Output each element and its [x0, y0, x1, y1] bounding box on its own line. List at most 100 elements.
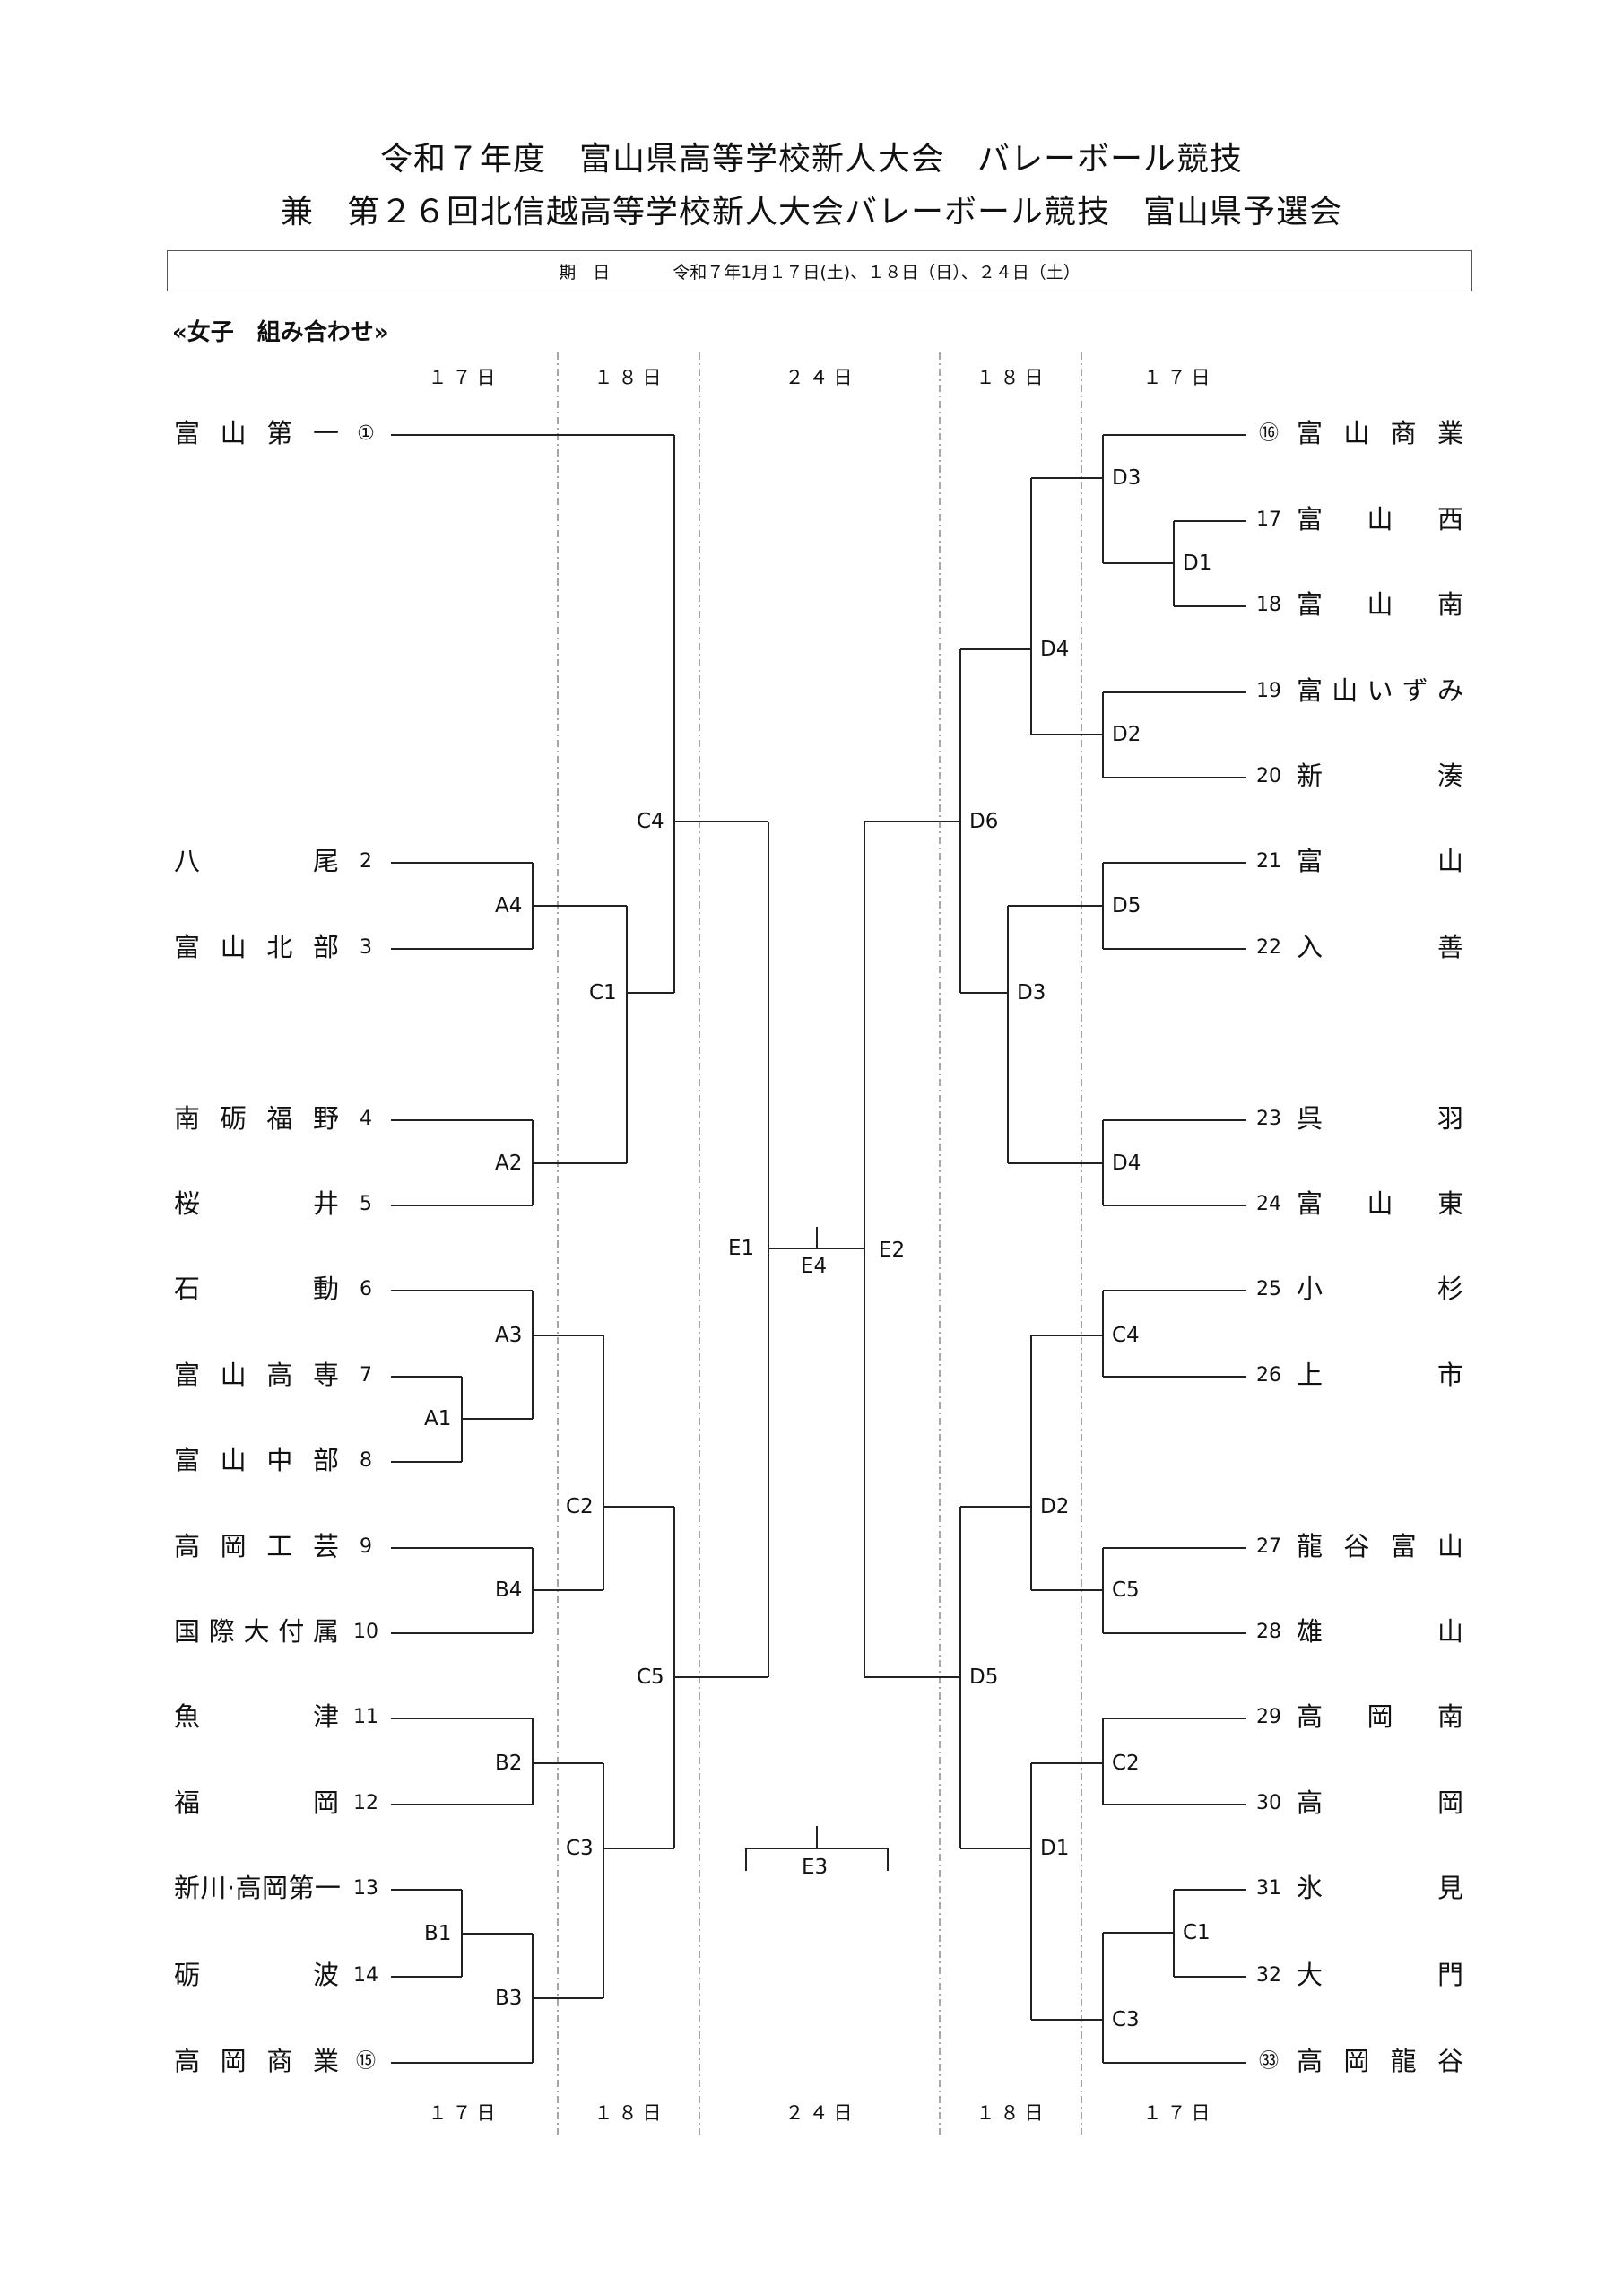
team-name-char: 富 — [1297, 846, 1324, 876]
match-label-b4: B4 — [495, 1578, 523, 1602]
team-name-right: 富山南 — [1297, 588, 1463, 621]
team-name-char: 富 — [1297, 675, 1324, 706]
team-name-char: 大 — [243, 1616, 270, 1647]
team-name-char: 富 — [1390, 1531, 1417, 1561]
team-name-left: 富山北部 — [174, 931, 339, 963]
team-name-char: 動 — [312, 1274, 339, 1304]
seed-number: 31 — [1256, 1877, 1281, 1900]
team-name-char: 谷 — [1436, 2046, 1463, 2076]
team-name-char: 高 — [174, 1531, 201, 1561]
team-name-char: 大 — [1297, 1960, 1324, 1990]
team-name-left: 魚津 — [174, 1700, 339, 1733]
day-footer: １８日 — [976, 2102, 1049, 2124]
team-name-char: 山 — [1332, 675, 1358, 706]
team-name-char: 山 — [1367, 1188, 1393, 1219]
team-name-right: 富山東 — [1297, 1187, 1463, 1220]
match-label-b1: B1 — [424, 1922, 452, 1945]
team-name-char: 高 — [235, 1873, 262, 1903]
team-name-left: 国際大付属 — [174, 1615, 339, 1648]
match-label-e1: E1 — [728, 1237, 755, 1260]
team-name-char: 岡 — [262, 1873, 289, 1903]
team-name-char: い — [1367, 675, 1393, 706]
team-name-char: 富 — [1297, 1188, 1324, 1219]
team-name-char: 工 — [266, 1531, 293, 1561]
seed-number: 32 — [1256, 1964, 1281, 1987]
team-name-char: 高 — [174, 2046, 201, 2076]
team-name-left: 砺波 — [174, 1959, 339, 1991]
match-label-d5: D5 — [969, 1665, 999, 1689]
team-name-char: 岡 — [1343, 2046, 1370, 2076]
team-name-char: 井 — [312, 1188, 339, 1219]
team-name-right: 入善 — [1297, 931, 1463, 963]
seed-number: 7 — [360, 1364, 372, 1387]
team-name-char: 小 — [1297, 1274, 1324, 1304]
team-name-char: 高 — [1297, 2046, 1324, 2076]
seed-number: 28 — [1256, 1621, 1281, 1643]
match-label-d6: D6 — [969, 810, 999, 833]
team-name-char: 西 — [1436, 504, 1463, 535]
match-label-b2: B2 — [495, 1752, 523, 1775]
seed-number: 8 — [360, 1449, 372, 1472]
team-name-char: 山 — [1436, 1616, 1463, 1647]
match-label-b3: B3 — [495, 1987, 523, 2010]
team-name-char: 富 — [1297, 589, 1324, 620]
team-name-right: 新湊 — [1297, 760, 1463, 792]
team-name-right: 上市 — [1297, 1359, 1463, 1391]
team-name-char: 津 — [312, 1701, 339, 1732]
seed-number: ㉝ — [1258, 2050, 1279, 2073]
team-name-char: 岡 — [312, 1787, 339, 1818]
day-footer: ２４日 — [785, 2102, 858, 2124]
team-name-char: 北 — [266, 932, 293, 962]
team-name-char: 南 — [1436, 1701, 1463, 1732]
team-name-char: 桜 — [174, 1188, 201, 1219]
team-name-char: 上 — [1297, 1360, 1324, 1390]
match-label-e4: E4 — [801, 1255, 828, 1278]
team-name-char: 新 — [1297, 761, 1324, 791]
day-header: １７日 — [428, 367, 501, 388]
team-name-char: 山 — [1436, 846, 1463, 876]
team-name-char: 見 — [1436, 1873, 1463, 1903]
team-name-right: 富山西 — [1297, 503, 1463, 535]
team-name-char: 一 — [314, 1873, 341, 1903]
team-name-left: 富山高専 — [174, 1359, 339, 1391]
seed-number: 19 — [1256, 680, 1281, 702]
seed-number: 10 — [353, 1621, 378, 1643]
seed-number: 4 — [360, 1108, 372, 1130]
team-name-right: 雄山 — [1297, 1615, 1463, 1648]
team-name-char: 呉 — [1297, 1103, 1324, 1134]
team-name-right: 龍谷富山 — [1297, 1530, 1463, 1562]
seed-number: 3 — [360, 936, 372, 959]
team-name-char: 山 — [1367, 589, 1393, 620]
team-name-char: 山 — [220, 1445, 247, 1475]
seed-number: 24 — [1256, 1193, 1281, 1215]
match-label-c2: C2 — [1112, 1752, 1140, 1775]
team-name-char: 富 — [1297, 504, 1324, 535]
match-label-c5: C5 — [1112, 1578, 1140, 1602]
team-name-left: 八尾 — [174, 845, 339, 877]
team-name-char: 雄 — [1297, 1616, 1324, 1647]
team-name-char: 福 — [266, 1103, 293, 1134]
seed-number: 2 — [360, 850, 372, 873]
match-label-c4: C4 — [637, 810, 664, 833]
team-name-char: 富 — [174, 1445, 201, 1475]
day-header: １８日 — [594, 367, 667, 388]
team-name-right: 氷見 — [1297, 1872, 1463, 1904]
seed-number: 26 — [1256, 1364, 1281, 1387]
seed-number: 14 — [353, 1964, 378, 1987]
team-name-char: 高 — [1297, 1701, 1324, 1732]
team-name-char: 高 — [266, 1360, 293, 1390]
match-label-e2: E2 — [879, 1239, 906, 1262]
seed-number: ① — [357, 422, 375, 445]
team-name-char: 属 — [312, 1616, 339, 1647]
section-heading: «女子 組み合わせ» — [172, 319, 389, 346]
title-line-2: 兼 第２６回北信越高等学校新人大会バレーボール競技 富山県予選会 — [280, 194, 1342, 230]
seed-number: 6 — [360, 1278, 372, 1300]
team-name-char: 業 — [1436, 418, 1463, 448]
team-name-char: 野 — [312, 1103, 339, 1134]
team-name-left: 富山中部 — [174, 1444, 339, 1476]
match-label-c2: C2 — [566, 1495, 594, 1518]
team-name-char: ず — [1402, 675, 1428, 706]
team-name-char: 福 — [174, 1787, 201, 1818]
team-name-right: 呉羽 — [1297, 1102, 1463, 1135]
